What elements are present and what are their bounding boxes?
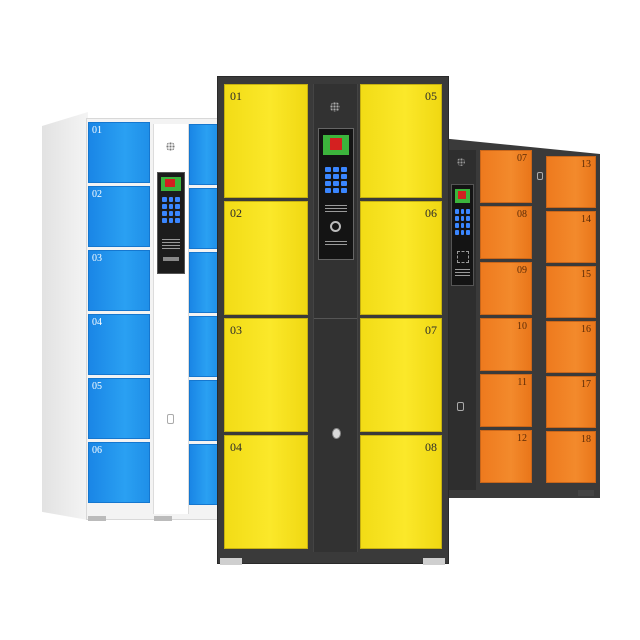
locker-door[interactable]: 08 [480, 206, 532, 259]
lock-icon [537, 172, 543, 180]
door-number: 11 [517, 377, 527, 388]
door-number: 03 [92, 253, 102, 264]
yellow-control-column [313, 84, 358, 552]
door-number: 18 [581, 434, 591, 445]
locker-door[interactable]: 17 [546, 376, 596, 428]
locker-door[interactable] [189, 444, 219, 505]
locker-door[interactable]: 01 [224, 84, 308, 198]
locker-door[interactable] [189, 124, 219, 185]
locker-door[interactable] [189, 188, 219, 249]
keypad-icon [325, 167, 347, 193]
locker-door[interactable]: 16 [546, 321, 596, 373]
qr-code-icon [457, 251, 469, 263]
locker-door[interactable]: 13 [546, 156, 596, 208]
control-screen [157, 172, 185, 274]
camera-icon [330, 221, 341, 232]
door-number: 06 [92, 445, 102, 456]
locker-door[interactable] [189, 252, 219, 313]
locker-door[interactable] [189, 316, 219, 377]
door-number: 04 [92, 317, 102, 328]
door-number: 13 [581, 159, 591, 170]
mid-divider [314, 318, 357, 319]
door-number: 07 [517, 153, 527, 164]
door-number: 05 [92, 381, 102, 392]
door-number: 14 [581, 214, 591, 225]
door-number: 15 [581, 269, 591, 280]
white-control-column [153, 124, 189, 514]
locker-door[interactable]: 01 [88, 122, 150, 183]
orange-control-column [446, 150, 476, 490]
locker-door[interactable]: 07 [360, 318, 442, 432]
speaker-icon [457, 158, 465, 166]
white-foot-left [88, 516, 106, 521]
locker-door[interactable]: 06 [88, 442, 150, 503]
speaker-icon [166, 142, 175, 151]
yellow-foot-right [423, 558, 445, 565]
white-foot-mid [154, 516, 172, 521]
locker-door[interactable]: 03 [224, 318, 308, 432]
locker-door[interactable]: 02 [224, 201, 308, 315]
locker-door[interactable]: 05 [360, 84, 442, 198]
locker-door[interactable]: 12 [480, 430, 532, 483]
door-number: 06 [425, 206, 437, 220]
locker-door[interactable]: 14 [546, 211, 596, 263]
yellow-foot-left [220, 558, 242, 565]
orange-divider [533, 152, 545, 490]
door-number: 04 [230, 440, 242, 454]
lock-icon [457, 402, 464, 411]
speaker-icon [330, 102, 340, 112]
locker-door[interactable]: 02 [88, 186, 150, 247]
control-screen [451, 184, 474, 286]
locker-door[interactable]: 09 [480, 262, 532, 315]
door-number: 16 [581, 324, 591, 335]
locker-door[interactable]: 10 [480, 318, 532, 371]
control-screen [318, 128, 354, 260]
locker-door[interactable] [189, 380, 219, 441]
locker-door[interactable]: 15 [546, 266, 596, 318]
door-number: 12 [517, 433, 527, 444]
door-number: 10 [517, 321, 527, 332]
door-number: 08 [517, 209, 527, 220]
white-locker-side [42, 112, 88, 520]
locker-door[interactable]: 03 [88, 250, 150, 311]
keypad-icon [455, 209, 470, 235]
door-number: 01 [230, 89, 242, 103]
locker-door[interactable]: 04 [88, 314, 150, 375]
door-number: 02 [92, 189, 102, 200]
locker-door[interactable]: 08 [360, 435, 442, 549]
locker-door[interactable]: 07 [480, 150, 532, 203]
locker-door[interactable]: 11 [480, 374, 532, 427]
door-number: 08 [425, 440, 437, 454]
locker-door[interactable]: 06 [360, 201, 442, 315]
door-number: 07 [425, 323, 437, 337]
door-number: 05 [425, 89, 437, 103]
door-number: 17 [581, 379, 591, 390]
lock-icon [332, 428, 341, 439]
door-number: 09 [517, 265, 527, 276]
keypad-icon [162, 197, 180, 223]
door-number: 03 [230, 323, 242, 337]
locker-door[interactable]: 05 [88, 378, 150, 439]
lock-icon [167, 414, 174, 424]
door-number: 02 [230, 206, 242, 220]
door-number: 01 [92, 125, 102, 136]
locker-door[interactable]: 04 [224, 435, 308, 549]
locker-door[interactable]: 18 [546, 431, 596, 483]
orange-foot-right [578, 490, 594, 496]
